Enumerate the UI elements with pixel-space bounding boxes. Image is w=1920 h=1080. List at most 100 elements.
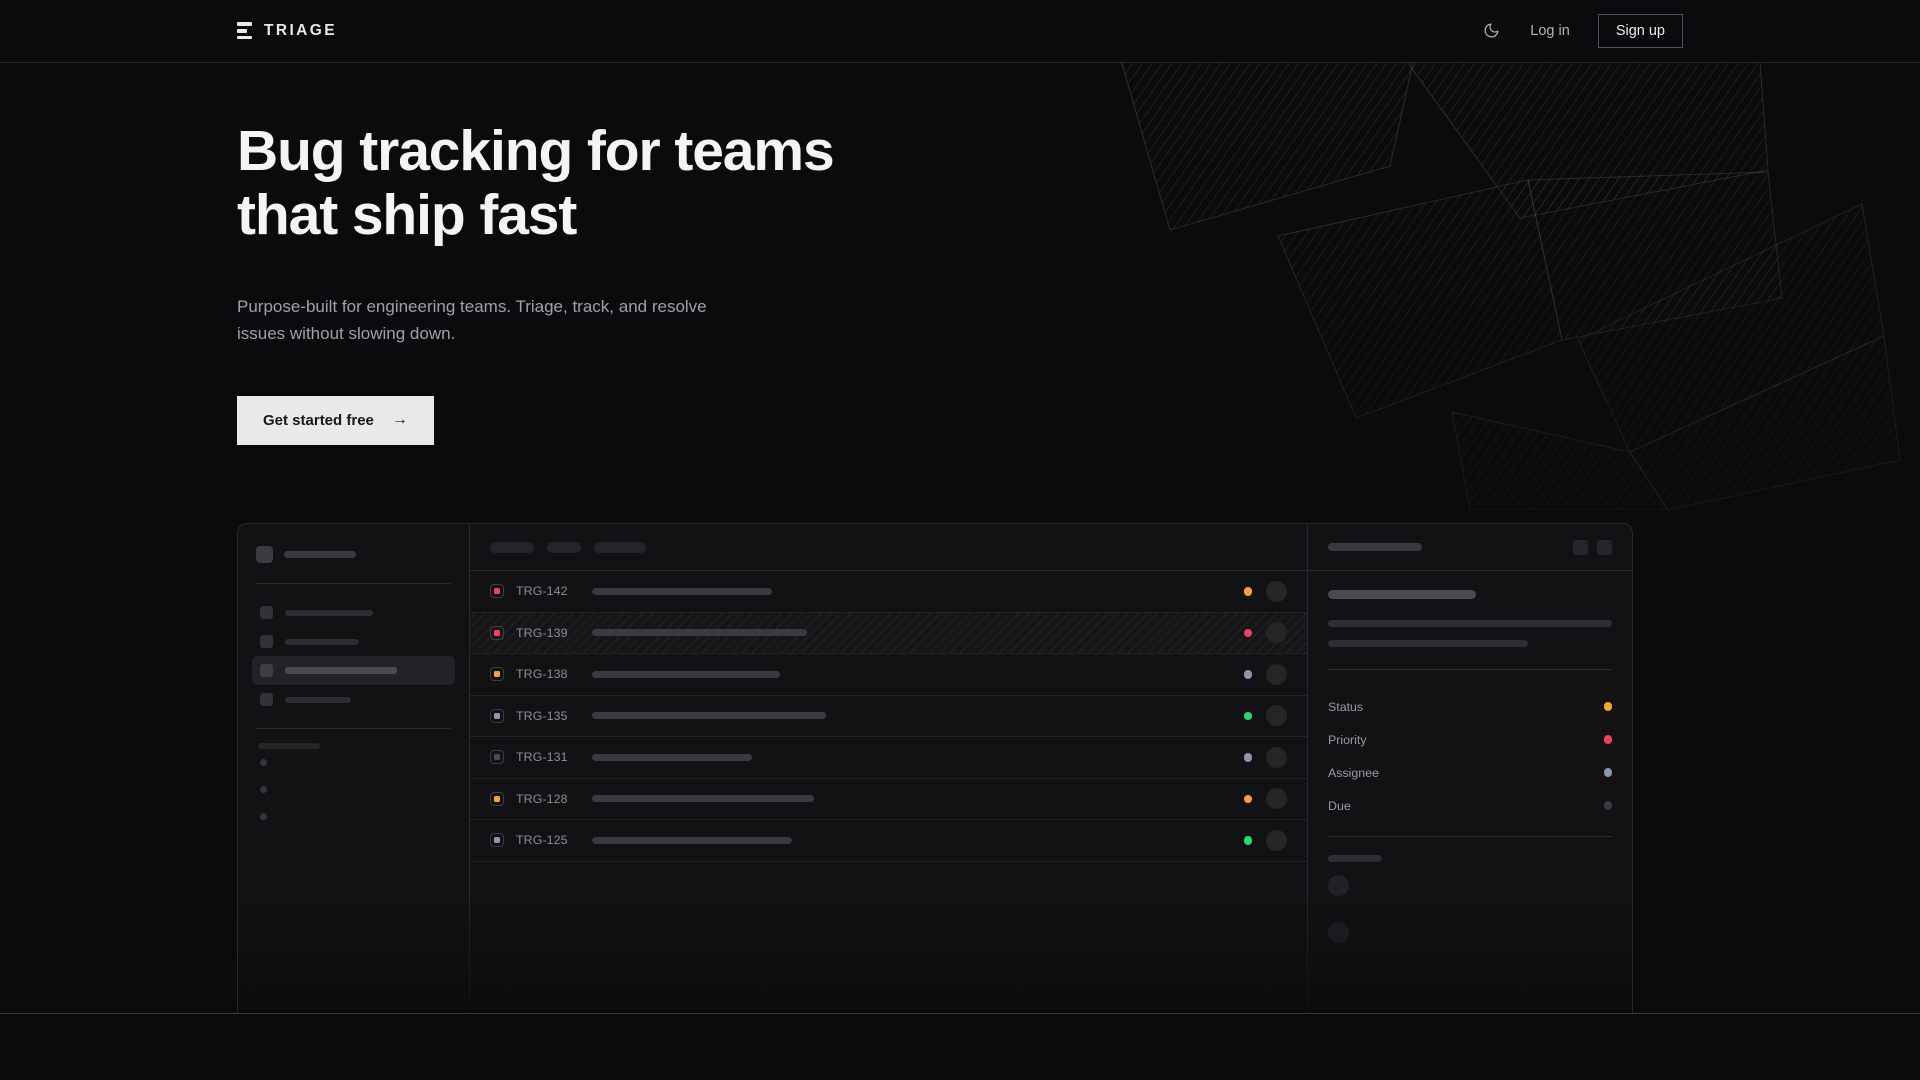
- issue-row[interactable]: TRG-135: [470, 696, 1307, 738]
- detail-divider-2: [1328, 836, 1612, 837]
- hero-heading: Bug tracking for teams that ship fast: [237, 120, 917, 248]
- activity-item-1: [1328, 909, 1612, 956]
- priority-badge-icon: [490, 667, 504, 681]
- detail-issue-title-placeholder: [1328, 590, 1476, 599]
- detail-activity-list: [1328, 862, 1612, 956]
- workspace-name-placeholder: [284, 551, 356, 558]
- status-dot-icon: [1244, 753, 1253, 762]
- sidebar-sub-dot-icon: [260, 759, 267, 766]
- navbar-actions: Log in Sign up: [1480, 14, 1683, 49]
- status-dot-icon: [1244, 712, 1253, 721]
- issue-row-meta: [1244, 581, 1288, 602]
- detail-field-label: Assignee: [1328, 766, 1379, 780]
- sidebar-nav-icon: [260, 693, 273, 706]
- detail-field-value-dot-icon: [1604, 735, 1613, 744]
- sidebar-sub-item-0[interactable]: [252, 749, 455, 776]
- sidebar-sub-item-2[interactable]: [252, 803, 455, 830]
- workspace-switcher[interactable]: [252, 540, 455, 569]
- issue-title-placeholder: [592, 588, 772, 595]
- detail-field-priority[interactable]: Priority: [1328, 723, 1612, 756]
- issue-row[interactable]: TRG-128: [470, 779, 1307, 821]
- assignee-avatar[interactable]: [1266, 830, 1287, 851]
- issue-title-placeholder: [592, 837, 792, 844]
- sidebar-nav-label-placeholder: [285, 610, 373, 616]
- detail-action-button-0[interactable]: [1573, 540, 1588, 555]
- filter-chip-2[interactable]: [594, 542, 646, 553]
- detail-body: StatusPriorityAssigneeDue: [1308, 571, 1632, 956]
- activity-avatar: [1328, 922, 1349, 943]
- moon-icon[interactable]: [1480, 20, 1502, 42]
- issue-id: TRG-131: [516, 750, 576, 764]
- brand-name: TRIAGE: [264, 22, 337, 40]
- assignee-avatar[interactable]: [1266, 705, 1287, 726]
- issue-list-toolbar: [470, 524, 1307, 571]
- status-dot-icon: [1244, 670, 1253, 679]
- detail-properties: StatusPriorityAssigneeDue: [1328, 690, 1612, 822]
- issue-id: TRG-138: [516, 667, 576, 681]
- issue-id: TRG-125: [516, 833, 576, 847]
- priority-badge-icon: [490, 750, 504, 764]
- sidebar-nav-list: [252, 598, 455, 714]
- issue-row[interactable]: TRG-125: [470, 820, 1307, 862]
- detail-field-value-dot-icon: [1604, 702, 1613, 711]
- issue-id: TRG-142: [516, 584, 576, 598]
- issue-row[interactable]: TRG-139: [470, 613, 1307, 655]
- sidebar-nav-label-placeholder: [285, 667, 397, 674]
- sidebar-sub-item-1[interactable]: [252, 776, 455, 803]
- sidebar-nav-item-2[interactable]: [252, 656, 455, 685]
- status-dot-icon: [1244, 629, 1253, 638]
- issue-title-placeholder: [592, 754, 752, 761]
- detail-action-button-1[interactable]: [1597, 540, 1612, 555]
- issue-row-meta: [1244, 830, 1288, 851]
- sidebar-nav-icon: [260, 635, 273, 648]
- issue-id: TRG-128: [516, 792, 576, 806]
- issue-title-placeholder: [592, 712, 826, 719]
- assignee-avatar[interactable]: [1266, 747, 1287, 768]
- detail-field-status[interactable]: Status: [1328, 690, 1612, 723]
- detail-field-value-dot-icon: [1604, 801, 1613, 810]
- sidebar-nav-item-0[interactable]: [252, 598, 455, 627]
- workspace-avatar: [256, 546, 273, 563]
- sidebar-divider: [256, 583, 451, 584]
- detail-field-label: Priority: [1328, 733, 1367, 747]
- mockup-baseline-rule: [0, 1013, 1920, 1014]
- login-link[interactable]: Log in: [1530, 23, 1570, 39]
- hero-subheading: Purpose-built for engineering teams. Tri…: [237, 293, 717, 348]
- issue-row-meta: [1244, 664, 1288, 685]
- filter-chip-1[interactable]: [547, 542, 581, 553]
- detail-field-due[interactable]: Due: [1328, 789, 1612, 822]
- activity-avatar: [1328, 875, 1349, 896]
- issue-row[interactable]: TRG-142: [470, 571, 1307, 613]
- issue-row[interactable]: TRG-131: [470, 737, 1307, 779]
- stacked-bars-icon: [237, 22, 252, 39]
- arrow-right-icon: →: [392, 412, 408, 428]
- issue-row-meta: [1244, 622, 1288, 643]
- detail-field-label: Due: [1328, 799, 1351, 813]
- cta-label: Get started free: [263, 412, 374, 429]
- issue-row[interactable]: TRG-138: [470, 654, 1307, 696]
- detail-description-line-0: [1328, 620, 1612, 627]
- status-dot-icon: [1244, 795, 1253, 804]
- sidebar-nav-item-1[interactable]: [252, 627, 455, 656]
- assignee-avatar[interactable]: [1266, 664, 1287, 685]
- issue-title-placeholder: [592, 795, 814, 802]
- get-started-button[interactable]: Get started free →: [237, 396, 434, 445]
- hero-section: Bug tracking for teams that ship fast Pu…: [237, 63, 917, 445]
- signup-button[interactable]: Sign up: [1598, 14, 1683, 49]
- sidebar-nav-item-3[interactable]: [252, 685, 455, 714]
- sidebar-nav-label-placeholder: [285, 697, 351, 703]
- filter-chip-0[interactable]: [490, 542, 534, 553]
- detail-divider: [1328, 669, 1612, 670]
- issue-title-placeholder: [592, 629, 807, 636]
- assignee-avatar[interactable]: [1266, 622, 1287, 643]
- detail-description-placeholder: [1328, 620, 1612, 647]
- issue-row-meta: [1244, 788, 1288, 809]
- assignee-avatar[interactable]: [1266, 581, 1287, 602]
- brand-logo[interactable]: TRIAGE: [237, 22, 337, 40]
- detail-header: [1308, 524, 1632, 571]
- detail-field-assignee[interactable]: Assignee: [1328, 756, 1612, 789]
- detail-header-actions: [1573, 540, 1612, 555]
- detail-activity-label: [1328, 855, 1382, 862]
- assignee-avatar[interactable]: [1266, 788, 1287, 809]
